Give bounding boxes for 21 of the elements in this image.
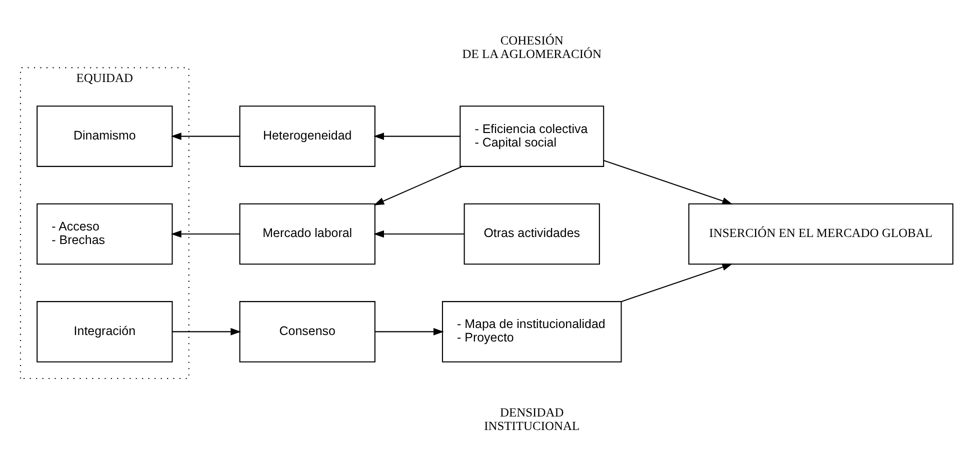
arrow [374, 166, 462, 206]
node-box: Integración [36, 301, 173, 362]
arrow [604, 160, 733, 204]
label: COHESIÓN DE LA AGLOMERACIÓN [462, 33, 602, 61]
node-box: INSERCIÓN EN EL MERCADO GLOBAL [688, 203, 954, 265]
node-box: - Acceso - Brechas [36, 203, 173, 265]
arrow [172, 328, 242, 336]
node-box: Dinamismo [36, 106, 173, 167]
node-box: Otras actividades [464, 203, 600, 265]
label: DENSIDAD INSTITUCIONAL [484, 406, 580, 434]
arrow [170, 132, 240, 140]
node-box: Heterogeneidad [239, 106, 376, 167]
arrow [374, 132, 460, 140]
arrow [374, 230, 464, 238]
arrow [170, 230, 240, 238]
arrow [621, 264, 733, 302]
node-box: - Mapa de institucionalidad - Proyecto [442, 301, 622, 362]
node-box: Mercado laboral [239, 203, 376, 265]
arrow [375, 328, 444, 336]
node-box: Consenso [239, 301, 376, 362]
node-box: - Eficiencia colectiva - Capital social [460, 106, 604, 167]
